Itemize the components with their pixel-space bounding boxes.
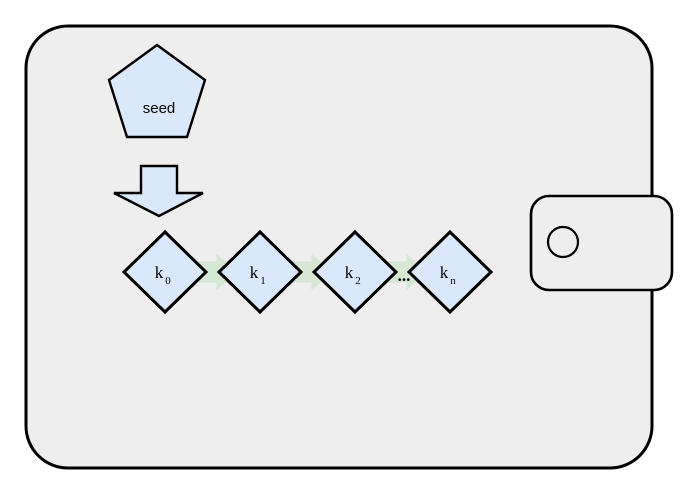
chain-node-k1[interactable]: k 1 [216, 229, 304, 315]
diamond-shape [121, 229, 209, 315]
chain-node-subscript: 2 [355, 275, 361, 287]
chain-node-label: k [440, 263, 449, 282]
tag-body [529, 194, 674, 292]
pentagon-shape [107, 43, 207, 139]
chain-node-k0[interactable]: k 0 [121, 229, 209, 315]
chain-node-subscript: 1 [260, 275, 266, 287]
chain-ellipsis: ... [398, 266, 411, 285]
chain-node-subscript: n [450, 275, 456, 287]
down-arrow [113, 164, 204, 218]
chain-node-label: k [155, 263, 164, 282]
chain-node-subscript: 0 [165, 275, 171, 287]
chain-node-label: k [250, 263, 259, 282]
seed-node[interactable]: seed [107, 43, 207, 139]
seed-label: seed [143, 100, 176, 117]
tag-badge[interactable] [529, 194, 674, 292]
tag-hole-icon [546, 225, 580, 259]
diamond-shape [406, 229, 494, 315]
chain-node-label: k [345, 263, 354, 282]
arrow-down-icon [113, 164, 204, 218]
diamond-shape [311, 229, 399, 315]
chain-node-k2[interactable]: k 2 [311, 229, 399, 315]
chain-node-kn[interactable]: k n [406, 229, 494, 315]
diamond-shape [216, 229, 304, 315]
